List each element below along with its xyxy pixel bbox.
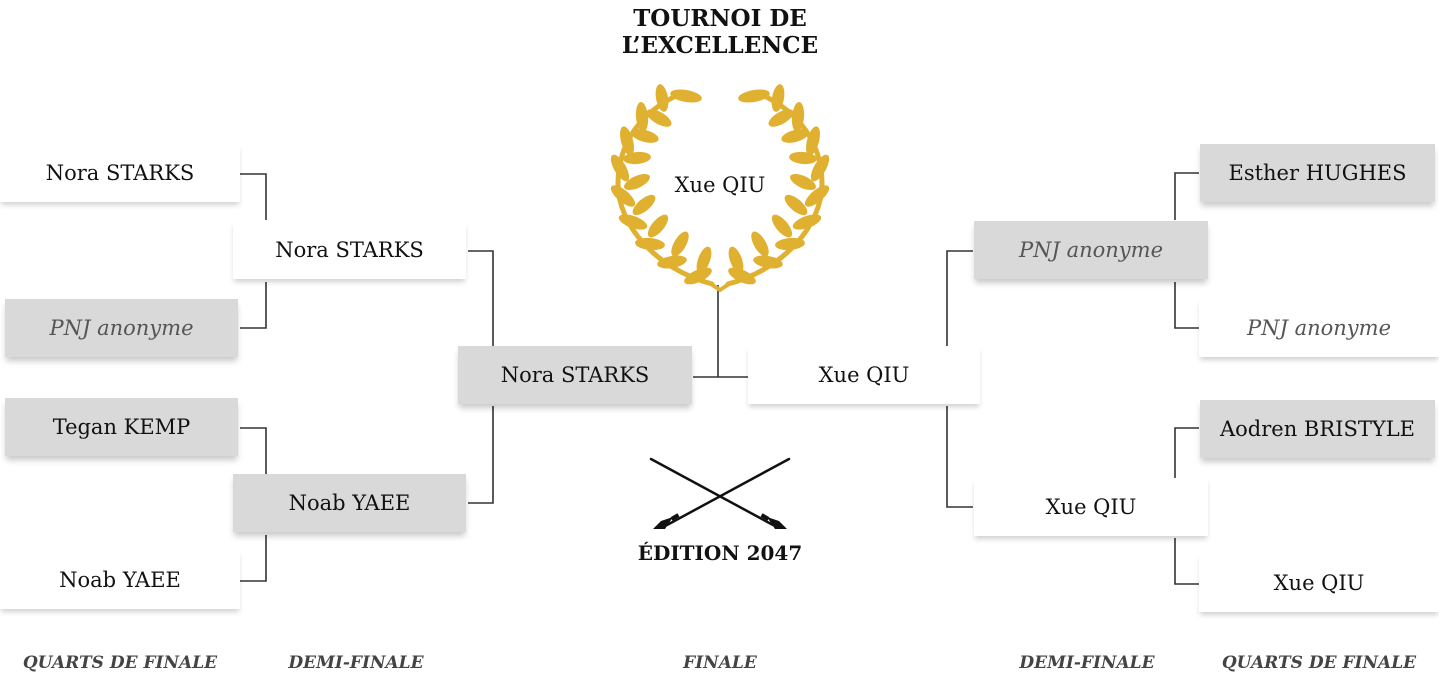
right-quarter-2: PNJ anonyme [1199,299,1439,357]
title-line-1: TOURNOI DE [633,5,807,32]
connector-lq1 [240,173,267,220]
left-semi-2: Noab YAEE [233,474,466,532]
connector-ls2 [468,406,494,504]
title-line-2: L’EXCELLENCE [621,32,819,59]
connector-ls1 [468,250,494,346]
final-left: Nora STARKS [458,346,692,404]
connector-rq1 [1174,172,1199,220]
connector-lq4 [240,535,267,582]
edition-label: ÉDITION 2047 [637,541,803,565]
connector-rq2 [1174,282,1199,329]
connector-lq2 [240,282,267,329]
round-label-right-quarter: QUARTS DE FINALE [1221,653,1417,673]
round-label-left-semi: DEMI-FINALE [288,653,424,673]
connector-lq3 [240,427,267,474]
round-label-left-quarter: QUARTS DE FINALE [22,653,218,673]
champion-name: Xue QIU [674,173,766,197]
right-quarter-3: Aodren BRISTYLE [1200,400,1435,458]
connector-rs2 [946,406,973,508]
round-label-right-semi: DEMI-FINALE [1019,653,1155,673]
left-quarter-4: Noab YAEE [0,551,240,609]
right-semi-1: PNJ anonyme [974,221,1208,279]
right-semi-2: Xue QIU [974,478,1208,536]
connector-rq3 [1174,427,1199,478]
right-quarter-1: Esther HUGHES [1200,144,1435,202]
connector-rs1 [946,250,973,346]
left-semi-1: Nora STARKS [233,221,466,279]
round-label-final: FINALE [683,653,757,673]
right-quarter-4: Xue QIU [1199,554,1439,612]
left-quarter-3: Tegan KEMP [5,398,238,456]
left-quarter-2: PNJ anonyme [5,299,238,357]
left-quarter-1: Nora STARKS [0,144,240,202]
final-right: Xue QIU [748,346,980,404]
laurel-wreath-icon [610,84,840,293]
crossed-swords-icon [649,457,791,529]
connector-rq4 [1174,538,1199,585]
